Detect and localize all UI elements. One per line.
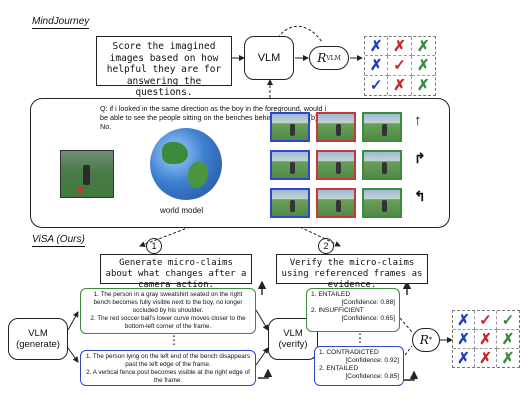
- imagined-frame: [270, 150, 310, 180]
- verdict-label: 2. ENTAILED: [319, 365, 359, 372]
- mindjourney-prompt-text: Score the imagined images based on how h…: [106, 41, 222, 98]
- person-figure: [336, 124, 341, 136]
- cross-icon: ✗: [365, 56, 389, 76]
- continent-shape: [162, 142, 188, 164]
- step2-text: Verify the micro-claims using referenced…: [281, 258, 423, 290]
- vlm-label: VLM: [257, 52, 281, 64]
- confidence-value: [Confidence: 0.88]: [341, 299, 395, 306]
- cross-icon: ✗: [475, 349, 497, 367]
- mindjourney-title: MindJourney: [32, 16, 90, 29]
- cross-icon: ✗: [475, 330, 497, 349]
- person-figure: [382, 124, 387, 136]
- continent-shape: [188, 162, 208, 188]
- vlm-generate-line1: VLM: [28, 328, 48, 339]
- imagined-frame: [362, 150, 402, 180]
- imagined-frame: [362, 188, 402, 218]
- world-model-label: world model: [160, 206, 204, 215]
- reward-star-symbol: R: [419, 333, 429, 347]
- cross-icon: ✗: [453, 349, 475, 367]
- turn-left-icon: ↰: [414, 188, 426, 204]
- verdict-label: 2. INSUFFICIENT: [311, 307, 364, 314]
- dots-right: ⋮: [354, 331, 366, 345]
- cross-icon: ✗: [411, 56, 435, 76]
- step1-text: Generate micro-claims about what changes…: [105, 258, 247, 290]
- person-figure: [290, 124, 295, 136]
- verdict-blue-box: 1. CONTRADICTED[Confidence: 0.92]2. ENTA…: [314, 346, 404, 386]
- person-figure: [382, 162, 387, 174]
- imagined-frame: [316, 150, 356, 180]
- to-step1-arrow: [139, 226, 191, 248]
- claims-blue-box: 1. The person lying on the left end of t…: [80, 350, 256, 386]
- vlm-generate-box: VLM (generate): [8, 318, 68, 360]
- verdict-label: 1. ENTAILED: [311, 291, 351, 298]
- mindjourney-prompt-box: Score the imagined images based on how h…: [96, 36, 232, 98]
- imagined-frame: [270, 112, 310, 142]
- reward-dashed-arc: [277, 26, 323, 43]
- input-photo: [60, 150, 114, 198]
- turn-right-icon: ↱: [414, 150, 426, 166]
- claims-green-box: 1. The person in a gray sweatshirt seate…: [80, 288, 256, 334]
- question-text: Q: if i looked in the same direction as …: [100, 104, 327, 131]
- reward-star-sup: *: [428, 336, 433, 344]
- confidence-value: [Confidence: 0.92]: [345, 357, 399, 364]
- confidence-value: [Confidence: 0.85]: [345, 373, 399, 380]
- vlm-verify-line1: VLM: [283, 328, 303, 339]
- step2-box: Verify the micro-claims using referenced…: [276, 254, 428, 290]
- step2-number: 2: [318, 238, 334, 254]
- mindjourney-vlm-box: VLM: [244, 36, 294, 80]
- cross-icon: ✗: [453, 330, 475, 349]
- boy-figure: [83, 165, 90, 185]
- cross-icon: ✗: [453, 311, 475, 330]
- verdict-label: 1. CONTRADICTED: [319, 349, 379, 356]
- check-icon: ✓: [365, 75, 389, 95]
- verdict-green-box: 1. ENTAILED[Confidence: 0.88]2. INSUFFIC…: [306, 288, 400, 332]
- vlm-generate-line2: (generate): [16, 339, 60, 350]
- reward-star-node: R*: [412, 328, 440, 352]
- visa-score-grid: ✗✓✓✗✗✗✗✗✗: [452, 310, 520, 368]
- imagined-frame: [362, 112, 402, 142]
- cross-icon: ✗: [417, 77, 430, 95]
- check-icon: ✓: [497, 311, 519, 330]
- imagined-frame: [270, 188, 310, 218]
- cross-icon: ✗: [365, 37, 389, 57]
- check-icon: ✓: [388, 56, 412, 76]
- cross-icon: ✗: [388, 37, 412, 57]
- cross-icon: ✗: [388, 75, 412, 95]
- person-figure: [290, 200, 295, 212]
- ball-icon: [77, 187, 83, 193]
- arrow-up-icon: ↑: [414, 112, 422, 129]
- step1-box: Generate micro-claims about what changes…: [100, 254, 252, 290]
- confidence-value: [Confidence: 0.65]: [341, 315, 395, 322]
- person-figure: [382, 200, 387, 212]
- visa-title: ViSA (Ours): [32, 234, 85, 247]
- cross-icon: ✗: [501, 350, 515, 367]
- step1-number: 1: [146, 238, 162, 254]
- globe-icon: [150, 128, 222, 200]
- dots-left: ⋮: [168, 333, 180, 347]
- person-figure: [336, 162, 341, 174]
- cross-icon: ✗: [411, 37, 435, 57]
- person-figure: [290, 162, 295, 174]
- cross-icon: ✗: [497, 330, 519, 349]
- check-icon: ✓: [475, 311, 497, 330]
- reward-symbol: R: [317, 51, 327, 65]
- imagined-frame: [316, 188, 356, 218]
- vlm-verify-box: VLM (verify): [268, 318, 318, 360]
- mindjourney-score-grid: ✗✗✗✗✓✗✓✗✗: [364, 36, 436, 96]
- reward-subscript: VLM: [326, 54, 341, 62]
- imagined-frame: [316, 112, 356, 142]
- vlm-verify-line2: (verify): [278, 339, 308, 350]
- person-figure: [336, 200, 341, 212]
